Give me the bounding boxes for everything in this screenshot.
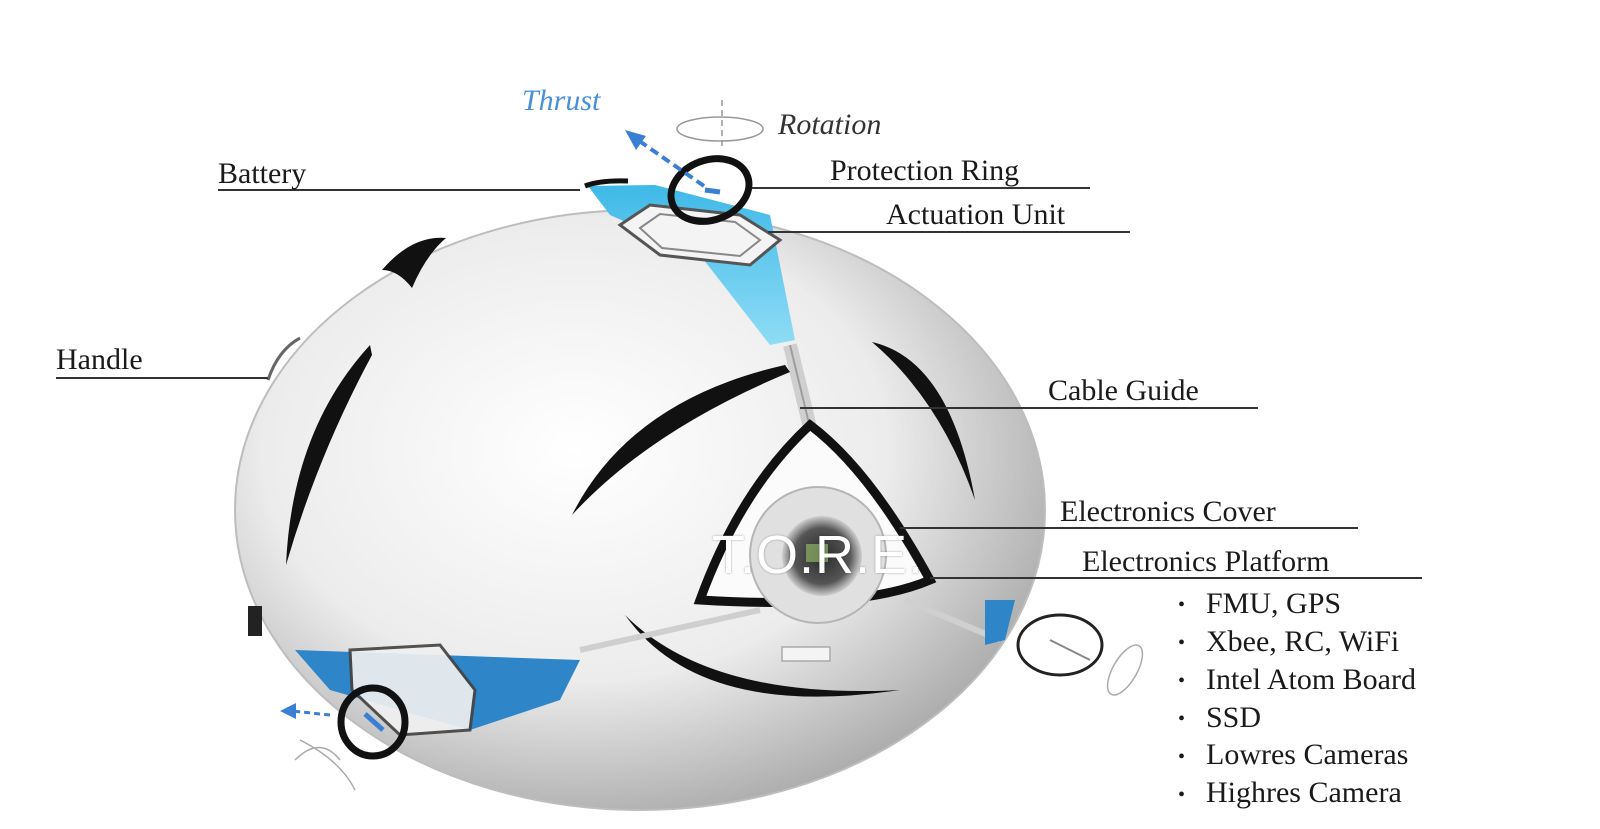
rotation-indicator <box>676 116 764 142</box>
slot-bottom <box>625 615 900 697</box>
platform-component-list: FMU, GPS Xbee, RC, WiFi Intel Atom Board… <box>1178 586 1416 813</box>
slot-center <box>572 365 790 515</box>
label-battery: Battery <box>218 157 307 190</box>
label-handle: Handle <box>56 343 143 376</box>
label-rotation: Rotation <box>778 108 882 141</box>
leader-lines <box>56 187 1422 579</box>
right-blue-panel <box>985 600 1015 645</box>
platform-item: FMU, GPS <box>1178 586 1416 624</box>
label-thrust: Thrust <box>522 84 601 117</box>
platform-item: Intel Atom Board <box>1178 662 1416 700</box>
actuation-unit-frame <box>617 203 783 267</box>
right-rotor-ring <box>1016 613 1104 677</box>
sphere-shell <box>234 209 1046 811</box>
label-cable-guide: Cable Guide <box>1048 374 1199 407</box>
label-electronics-platform: Electronics Platform <box>1082 545 1330 578</box>
platform-item: Xbee, RC, WiFi <box>1178 624 1416 662</box>
handle-slot-top <box>382 237 446 288</box>
actuation-unit-bottom <box>348 643 477 737</box>
slot-right <box>872 342 975 500</box>
handle-slot-left <box>286 345 372 565</box>
sticker <box>781 646 831 662</box>
watermark-text: T.O.R.E. <box>712 525 925 585</box>
label-electronics-cover: Electronics Cover <box>1060 495 1276 528</box>
bottom-rotor-ring <box>337 684 409 760</box>
platform-item: SSD <box>1178 700 1416 738</box>
label-protection-ring: Protection Ring <box>830 154 1020 187</box>
protection-ring <box>667 155 753 225</box>
label-actuation-unit: Actuation Unit <box>886 198 1066 231</box>
platform-item: Lowres Cameras <box>1178 737 1416 775</box>
platform-item: Highres Camera <box>1178 775 1416 813</box>
